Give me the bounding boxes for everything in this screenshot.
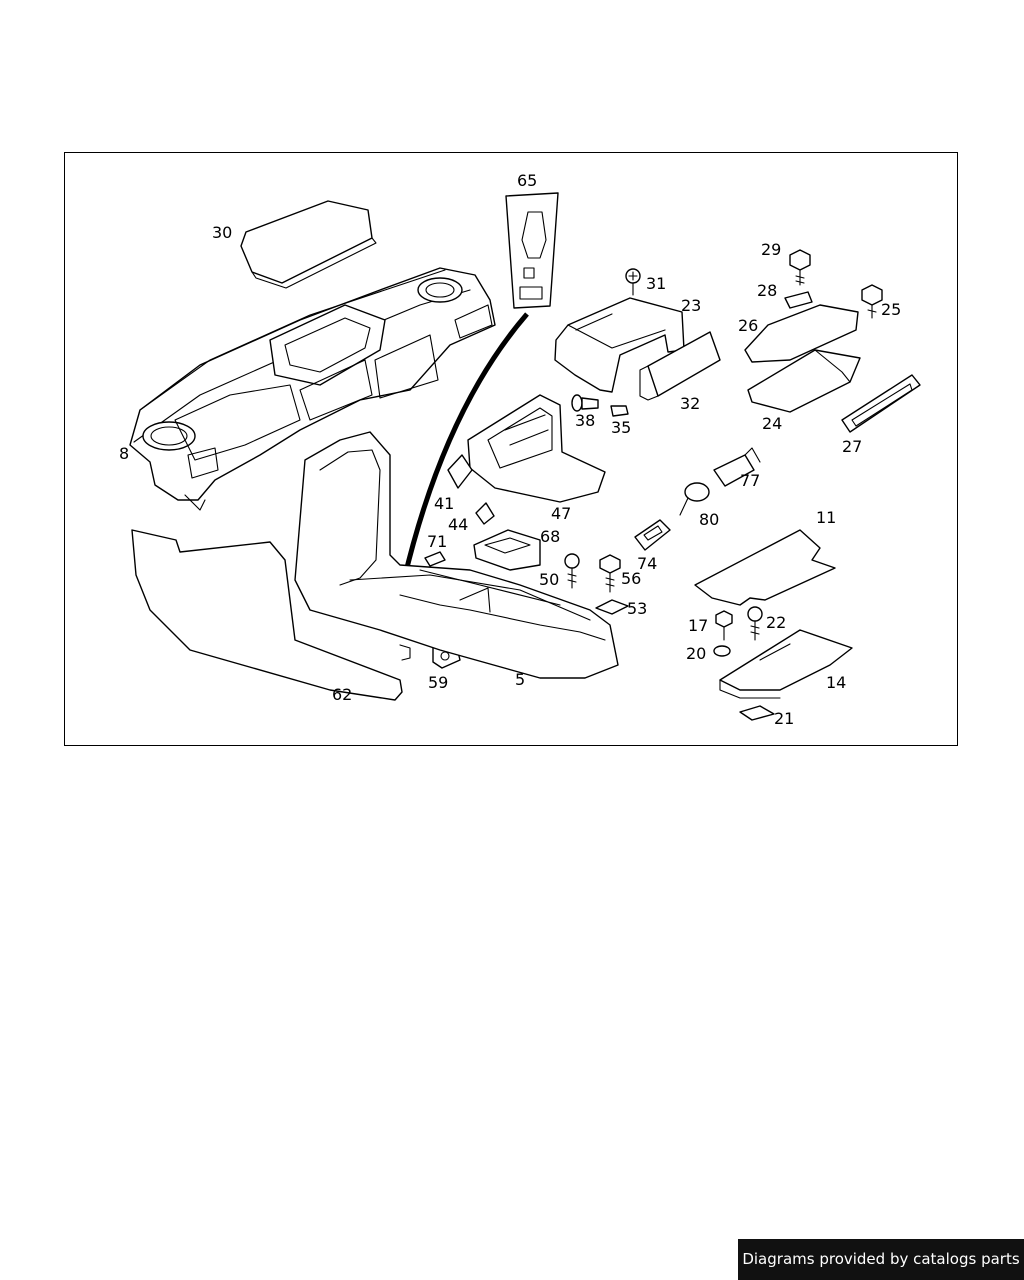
callout-23: 23: [681, 296, 701, 315]
part-21-clip: [739, 705, 775, 721]
part-23-cover: [554, 297, 685, 393]
part-80-lighter: [679, 482, 710, 516]
part-62-side-panel: [131, 529, 411, 701]
callout-8: 8: [119, 444, 129, 463]
part-41-trim: [447, 454, 473, 489]
callout-22: 22: [766, 613, 786, 632]
part-68-switch: [473, 529, 541, 571]
callout-20: 20: [686, 644, 706, 663]
callout-53: 53: [627, 599, 647, 618]
callout-71: 71: [427, 532, 447, 551]
part-56-screw: [599, 554, 621, 593]
callout-77: 77: [740, 471, 760, 490]
callout-31: 31: [646, 274, 666, 293]
callout-65: 65: [517, 171, 537, 190]
callout-62: 62: [332, 685, 352, 704]
part-27-frame: [841, 374, 921, 433]
part-17-bolt: [715, 610, 733, 641]
callout-59: 59: [428, 673, 448, 692]
callout-29: 29: [761, 240, 781, 259]
part-53-clip: [595, 599, 629, 615]
callout-35: 35: [611, 418, 631, 437]
part-26-cover: [744, 304, 859, 363]
part-31-screw: [625, 268, 641, 296]
callout-44: 44: [448, 515, 468, 534]
part-8-dashboard: [129, 267, 496, 511]
callout-26: 26: [738, 316, 758, 335]
part-22-screw: [747, 606, 763, 641]
part-14-bracket: [719, 629, 853, 699]
part-65-trim-panel: [505, 192, 559, 309]
part-11-plate: [694, 529, 836, 606]
part-77-socket: [713, 447, 761, 487]
part-47-console-insert: [467, 394, 606, 503]
callout-11: 11: [816, 508, 836, 527]
part-35-pin: [610, 405, 629, 417]
callout-17: 17: [688, 616, 708, 635]
callout-5: 5: [515, 670, 525, 689]
callout-50: 50: [539, 570, 559, 589]
callout-80: 80: [699, 510, 719, 529]
part-50-screw: [564, 553, 580, 589]
callout-25: 25: [881, 300, 901, 319]
callout-74: 74: [637, 554, 657, 573]
part-28-clip: [784, 291, 813, 309]
part-30-cover: [240, 200, 377, 289]
part-5-center-console: [294, 431, 619, 679]
callout-32: 32: [680, 394, 700, 413]
callout-41: 41: [434, 494, 454, 513]
callout-24: 24: [762, 414, 782, 433]
callout-28: 28: [757, 281, 777, 300]
part-20-washer: [713, 645, 731, 657]
callout-56: 56: [621, 569, 641, 588]
part-38-bolt: [571, 394, 599, 412]
part-71-clip: [424, 551, 446, 567]
callout-47: 47: [551, 504, 571, 523]
part-25-screw: [861, 284, 883, 319]
callout-14: 14: [826, 673, 846, 692]
part-74-bezel: [634, 519, 671, 551]
callout-30: 30: [212, 223, 232, 242]
part-32-flap: [639, 331, 721, 401]
part-44-clip: [475, 502, 495, 525]
callout-68: 68: [540, 527, 560, 546]
callout-21: 21: [774, 709, 794, 728]
callout-27: 27: [842, 437, 862, 456]
part-24-tray: [747, 349, 861, 413]
callout-38: 38: [575, 411, 595, 430]
part-29-screw: [789, 249, 811, 286]
credit-banner: Diagrams provided by catalogs parts: [738, 1239, 1024, 1280]
